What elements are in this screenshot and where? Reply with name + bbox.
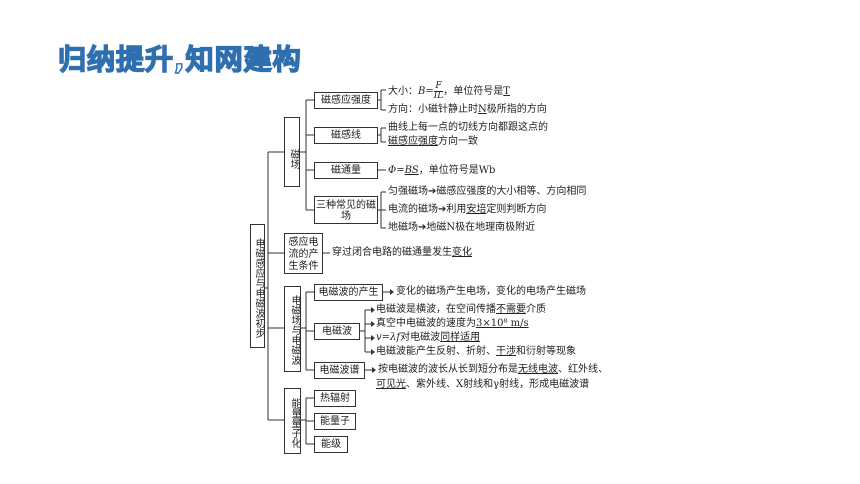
common-field-earth: 地磁场➔地磁N极在地理南极附近: [388, 222, 536, 233]
em-spectrum-line2: 可见光、紫外线、X射线和γ射线，形成电磁波谱: [376, 379, 590, 390]
em-wave-speed: 真空中电磁波的速度为3×10⁸ m/s: [376, 318, 529, 329]
node-magnetic-intensity: 磁感应强度: [314, 92, 378, 109]
root-node: 电磁感应与电磁波初步: [250, 224, 265, 348]
node-magnetic-flux: 磁通量: [314, 162, 378, 179]
em-generation-text: 变化的磁场产生电场，变化的电场产生磁场: [396, 286, 586, 297]
node-energy-quantum: 能量子: [314, 413, 356, 430]
branch-quantization: 能量量子化: [284, 388, 301, 454]
node-field-line: 磁感线: [314, 127, 378, 144]
branch-induction-condition: 感应电流的产生条件: [284, 233, 323, 274]
node-em-wave: 电磁波: [314, 323, 360, 340]
page-title: 归纳提升,知网建构: [57, 42, 302, 76]
em-spectrum-line1: 按电磁波的波长从长到短分布是无线电波、红外线、: [378, 364, 608, 375]
field-line-text-2: 磁感应强度方向一致: [388, 136, 478, 147]
node-common-fields: 三种常见的磁场: [314, 196, 378, 224]
common-field-current: 电流的磁场➔利用安培定则判断方向: [388, 204, 547, 215]
em-wave-phenomena: 电磁波能产生反射、折射、干涉和衍射等现象: [376, 346, 576, 357]
node-thermal-radiation: 热辐射: [314, 390, 356, 407]
flux-formula: Φ=BS，单位符号是Wb: [388, 165, 496, 176]
node-em-generation: 电磁波的产生: [314, 284, 383, 301]
induction-condition-text: 穿过闭合电路的磁通量发生变化: [332, 247, 472, 258]
intensity-direction: 方向：小磁针静止时N极所指的方向: [388, 104, 547, 115]
branch-magnetic-field: 磁场: [284, 117, 300, 187]
em-wave-formula: v=λf对电磁波同样适用: [376, 332, 481, 343]
field-line-text-1: 曲线上每一点的切线方向都跟这点的: [388, 122, 548, 133]
node-em-spectrum: 电磁波谱: [314, 362, 365, 379]
common-field-uniform: 匀强磁场➔磁感应强度的大小相等、方向相同: [388, 186, 587, 197]
em-wave-transverse: 电磁波是横波，在空间传播不需要介质: [376, 304, 546, 315]
node-energy-level: 能级: [314, 436, 348, 453]
branch-em-wave: 电磁场与电磁波: [284, 286, 301, 372]
